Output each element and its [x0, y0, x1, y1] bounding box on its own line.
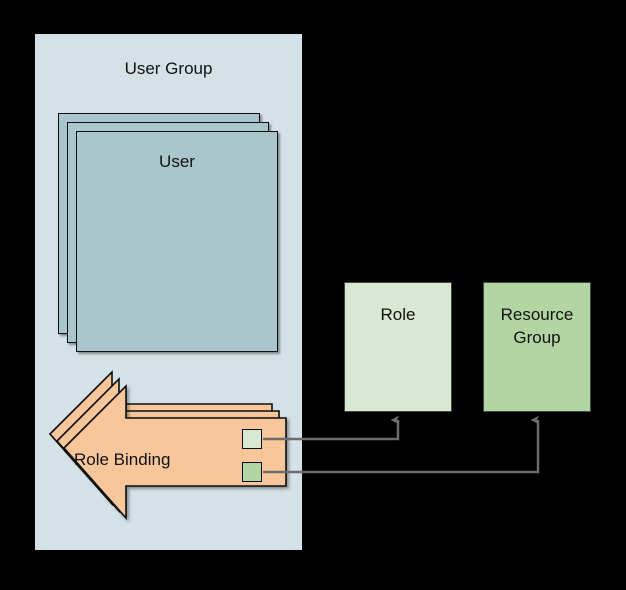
- user-group-label: User Group: [124, 59, 213, 78]
- resource-group-box[interactable]: Resource Group: [483, 282, 591, 412]
- role-binding-label: Role Binding: [74, 450, 171, 469]
- resource-group-port-swatch[interactable]: [242, 462, 262, 482]
- user-card-label: User: [159, 152, 195, 171]
- role-box-label: Role: [380, 305, 416, 324]
- role-port-swatch[interactable]: [242, 429, 262, 449]
- resource-group-box-label: Resource Group: [500, 305, 574, 347]
- role-box[interactable]: Role: [344, 282, 452, 412]
- connector-resource-group: [263, 415, 540, 474]
- user-card-front[interactable]: [76, 131, 278, 352]
